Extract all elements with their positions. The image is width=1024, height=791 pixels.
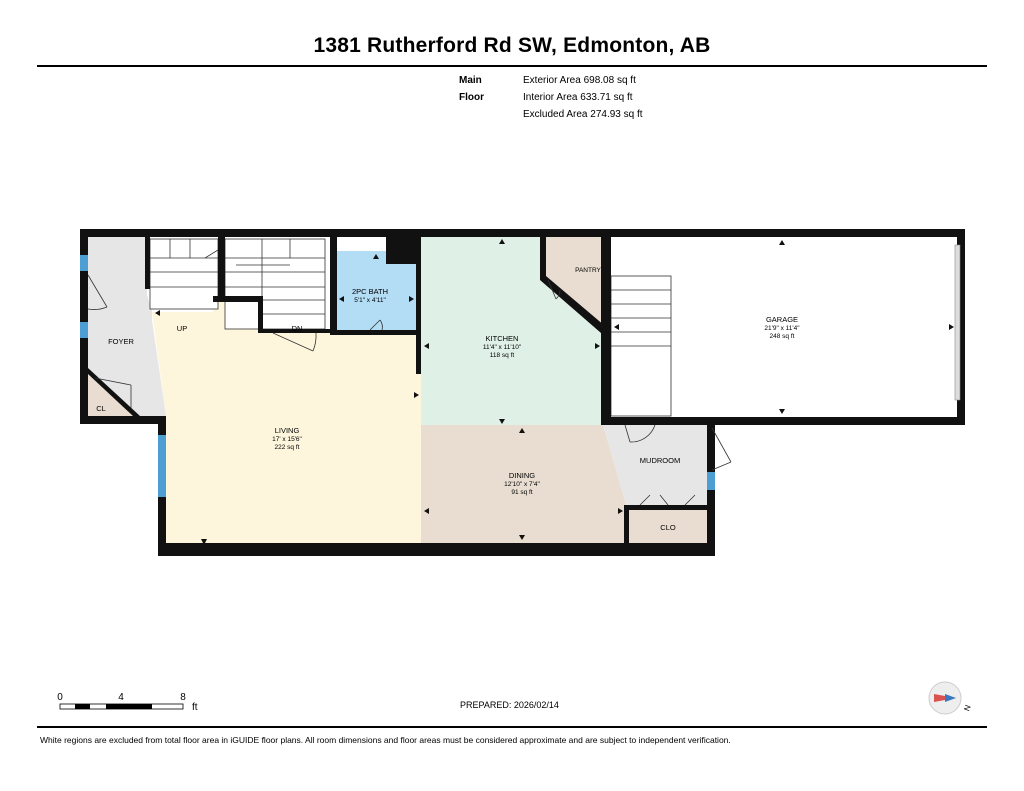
stairs-up-label: UP bbox=[177, 324, 187, 333]
dining-room bbox=[421, 425, 626, 543]
scale-tick-4: 4 bbox=[118, 692, 124, 703]
scale-unit: ft bbox=[192, 702, 198, 713]
door-swings bbox=[87, 274, 732, 506]
pantry-room bbox=[542, 237, 603, 330]
north-compass-icon: N bbox=[926, 680, 973, 720]
plan-title: 1381 Rutherford Rd SW, Edmonton, AB bbox=[313, 34, 711, 57]
living-area: 222 sq ft bbox=[275, 444, 300, 451]
bath-room bbox=[337, 251, 416, 330]
garage-label: GARAGE bbox=[766, 315, 798, 324]
dining-area: 91 sq ft bbox=[511, 489, 533, 496]
pantry-label: PANTRY bbox=[575, 267, 601, 274]
dining-dims: 12'10" x 7'4" bbox=[504, 481, 540, 488]
mudroom-label: MUDROOM bbox=[640, 456, 680, 465]
dimension-arrows bbox=[155, 239, 954, 545]
garage-door bbox=[954, 244, 961, 401]
room-labels: FOYER CL UP DN 2PC BATH 5'1" x 4'11" KIT… bbox=[96, 267, 800, 532]
scale-tick-0: 0 bbox=[57, 692, 63, 703]
interior-area: Interior Area 633.71 sq ft bbox=[523, 92, 633, 103]
living-dims: 17' x 15'6" bbox=[272, 436, 302, 443]
kitchen-dims: 11'4" x 11'10" bbox=[483, 344, 522, 351]
floor-label: Main Floor bbox=[459, 75, 484, 103]
foyer-label: FOYER bbox=[108, 337, 134, 346]
walls bbox=[80, 229, 965, 556]
clo-label: CLO bbox=[660, 523, 676, 532]
disclaimer-text: White regions are excluded from total fl… bbox=[40, 735, 731, 745]
exterior-area: Exterior Area 698.08 sq ft bbox=[523, 75, 636, 86]
excluded-area: Excluded Area 274.93 sq ft bbox=[523, 109, 643, 120]
bath-dims: 5'1" x 4'11" bbox=[354, 297, 386, 304]
clo-room bbox=[628, 510, 707, 543]
prepared-date: PREPARED: 2026/02/14 bbox=[460, 700, 559, 710]
windows bbox=[80, 255, 715, 497]
garage-steps bbox=[610, 275, 672, 417]
kitchen-label: KITCHEN bbox=[486, 334, 519, 343]
stairs-down bbox=[224, 238, 326, 330]
stairs-down-label: DN bbox=[292, 324, 303, 333]
compass-label: N bbox=[962, 704, 972, 713]
living-label: LIVING bbox=[275, 426, 300, 435]
title-divider bbox=[37, 65, 987, 67]
dining-label: DINING bbox=[509, 471, 535, 480]
living-room bbox=[152, 300, 421, 543]
kitchen-room bbox=[421, 237, 603, 425]
stairs-up bbox=[149, 238, 219, 310]
scale-tick-8: 8 bbox=[180, 692, 186, 703]
garage-dims: 21'9" x 11'4" bbox=[764, 325, 800, 332]
mudroom-room bbox=[603, 425, 708, 505]
scale-bar: 0 4 8 ft bbox=[52, 690, 212, 720]
garage-area: 248 sq ft bbox=[770, 333, 795, 340]
closet-label: CL bbox=[96, 404, 106, 413]
bath-label: 2PC BATH bbox=[352, 287, 388, 296]
kitchen-area: 118 sq ft bbox=[490, 352, 515, 359]
footer-divider bbox=[37, 726, 987, 728]
